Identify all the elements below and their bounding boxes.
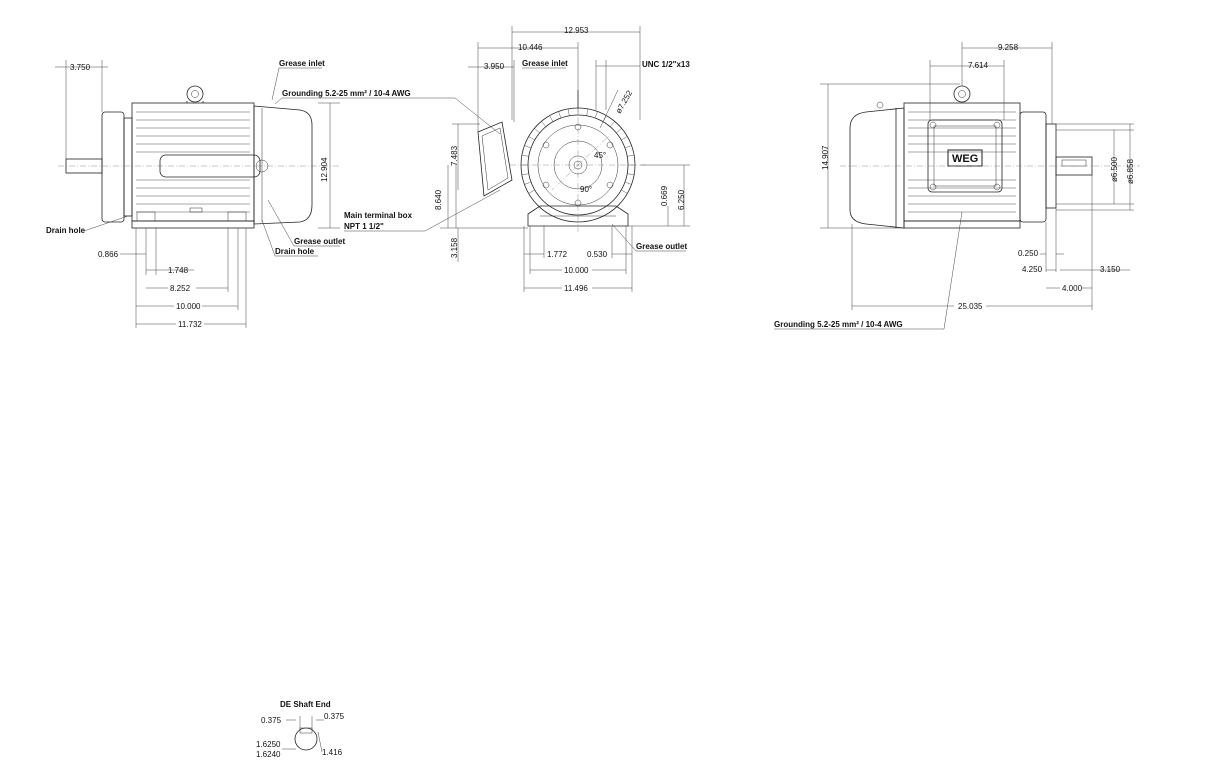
label-angle-90: 90° — [580, 185, 592, 194]
shaft-end-detail: DE Shaft End 0.375 0.375 1.6250 1.6240 1… — [256, 700, 345, 759]
dim-12953: 12.953 — [564, 26, 589, 35]
label-drain-hole-right: Drain hole — [275, 247, 315, 256]
dim-0669: 0.669 — [660, 185, 669, 206]
fin-line — [594, 111, 598, 119]
dim-0250: 0.250 — [1018, 249, 1039, 258]
label-grease-inlet-front: Grease inlet — [522, 59, 568, 68]
dim-7614: 7.614 — [968, 61, 989, 70]
rear-endshield — [1019, 111, 1047, 223]
dim-dia-6858: ø6.858 — [1126, 159, 1135, 184]
rear-view: WEG 9.258 7.614 14.907 — [774, 42, 1140, 330]
dim-7483: 7.483 — [450, 145, 459, 166]
foot-side — [131, 220, 255, 229]
dim-0375-right: 0.375 — [324, 712, 345, 721]
foot-front — [527, 205, 629, 227]
fin-line — [528, 136, 535, 141]
fin-line — [586, 108, 589, 116]
terminal-box-side — [159, 154, 261, 178]
rear-fan-cover — [849, 107, 905, 229]
dim-4250: 4.250 — [1022, 265, 1043, 274]
dim-3150: 3.150 — [1100, 265, 1121, 274]
dim-1772: 1.772 — [547, 250, 568, 259]
fin-line — [624, 145, 632, 149]
dim-0866: 0.866 — [98, 250, 119, 259]
dim-14907: 14.907 — [821, 145, 830, 170]
fin-line — [521, 173, 529, 176]
label-grease-outlet-front: Grease outlet — [636, 242, 687, 251]
dim-1748: 1.748 — [168, 266, 189, 275]
dim-3158: 3.158 — [450, 237, 459, 258]
dim-1416: 1.416 — [322, 748, 343, 757]
dim-3950: 3.950 — [484, 62, 505, 71]
dim-8640: 8.640 — [434, 189, 443, 210]
motor-frame — [131, 102, 255, 222]
dim-dia-6500: ø6.500 — [1110, 157, 1119, 182]
fin-line — [621, 136, 628, 141]
fin-line — [549, 115, 554, 122]
label-grounding-rear: Grounding 5.2-25 mm² / 10-4 AWG — [774, 320, 903, 329]
rear-foot — [903, 220, 1021, 229]
label-unc: UNC 1/2"x13 — [642, 60, 690, 69]
fin-line — [524, 145, 532, 149]
dim-shaft-length: 3.750 — [70, 63, 91, 72]
dim-16250: 1.6250 — [256, 740, 281, 749]
dim-10446: 10.446 — [518, 43, 543, 52]
dim-overall-height: 12.904 — [320, 157, 329, 182]
fin-line — [627, 154, 635, 157]
fin-line — [609, 121, 615, 127]
label-grease-outlet-side: Grease outlet — [294, 237, 345, 246]
fin-line — [524, 181, 532, 185]
rear-lifting-eye — [953, 85, 971, 103]
terminal-box-front — [477, 121, 513, 197]
dim-11496: 11.496 — [564, 284, 588, 293]
dim-6250: 6.250 — [677, 189, 686, 210]
label-main-terminal-box: Main terminal box — [344, 211, 413, 220]
label-npt: NPT 1 1/2" — [344, 222, 384, 231]
cooling-fins — [136, 111, 250, 213]
fin-line — [616, 128, 622, 134]
fin-line — [534, 128, 540, 134]
shaft-section — [294, 727, 318, 751]
fin-line — [567, 108, 570, 116]
fin-line — [528, 189, 535, 194]
label-drain-hole-left: Drain hole — [46, 226, 86, 235]
dim-11732: 11.732 — [178, 320, 202, 329]
fin-line — [541, 121, 547, 127]
dim-10000-front: 10.000 — [564, 266, 589, 275]
label-grounding-side: Grounding 5.2-25 mm² / 10-4 AWG — [282, 89, 411, 98]
fin-line — [558, 111, 562, 119]
label-grease-inlet-side: Grease inlet — [279, 59, 325, 68]
front-view: 45° 90° 12.953 10.446 3.950 Grease inlet… — [434, 26, 690, 293]
dim-4000: 4.000 — [1062, 284, 1083, 293]
fin-line — [521, 154, 529, 157]
dim-16240: 1.6240 — [256, 750, 281, 759]
label-angle-45: 45° — [594, 151, 606, 160]
dim-8252: 8.252 — [170, 284, 191, 293]
dim-0530: 0.530 — [587, 250, 608, 259]
shaft-end-title: DE Shaft End — [280, 700, 331, 709]
fin-line — [621, 189, 628, 194]
front-endshield — [101, 111, 125, 223]
dim-0375-left: 0.375 — [261, 716, 282, 725]
fan-cover — [253, 105, 313, 225]
rear-shaft — [1055, 156, 1093, 176]
fin-line — [627, 173, 635, 176]
side-view: 3.750 Grease inlet Grounding 5.2-25 mm² … — [46, 59, 501, 329]
lifting-eye — [186, 85, 204, 103]
dim-25035: 25.035 — [958, 302, 983, 311]
fin-line — [624, 181, 632, 185]
rear-terminal-box — [927, 119, 1003, 193]
dim-10000-side: 10.000 — [176, 302, 201, 311]
dim-9258: 9.258 — [998, 43, 1019, 52]
weg-logo-text: WEG — [952, 153, 978, 165]
